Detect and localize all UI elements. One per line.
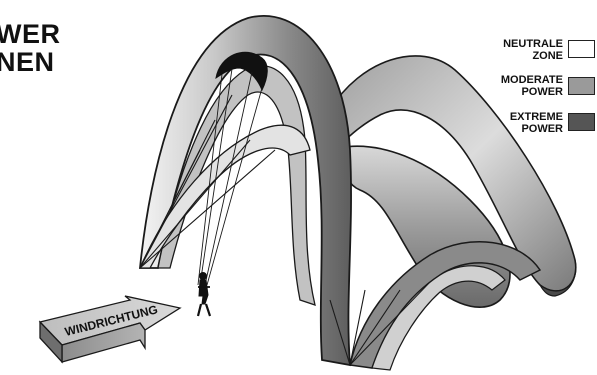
rider-icon xyxy=(198,273,210,317)
legend-extreme-line2: POWER xyxy=(473,123,563,135)
lower-right-band xyxy=(350,242,540,368)
legend-label-neutral: NEUTRALE ZONE xyxy=(473,38,563,62)
wind-direction-arrow xyxy=(40,296,180,362)
legend-moderate-line1: MODERATE xyxy=(501,74,563,86)
legend-swatch-extreme xyxy=(568,113,595,131)
legend-swatch-moderate xyxy=(568,77,595,95)
legend-moderate-line2: POWER xyxy=(473,86,563,98)
legend-extreme-line1: EXTREME xyxy=(510,111,563,123)
legend-neutral-line1: NEUTRALE xyxy=(503,38,563,50)
legend-swatch-neutral xyxy=(568,40,595,58)
legend-label-extreme: EXTREME POWER xyxy=(473,111,563,135)
legend-label-moderate: MODERATE POWER xyxy=(473,74,563,98)
legend-neutral-line2: ZONE xyxy=(473,50,563,62)
